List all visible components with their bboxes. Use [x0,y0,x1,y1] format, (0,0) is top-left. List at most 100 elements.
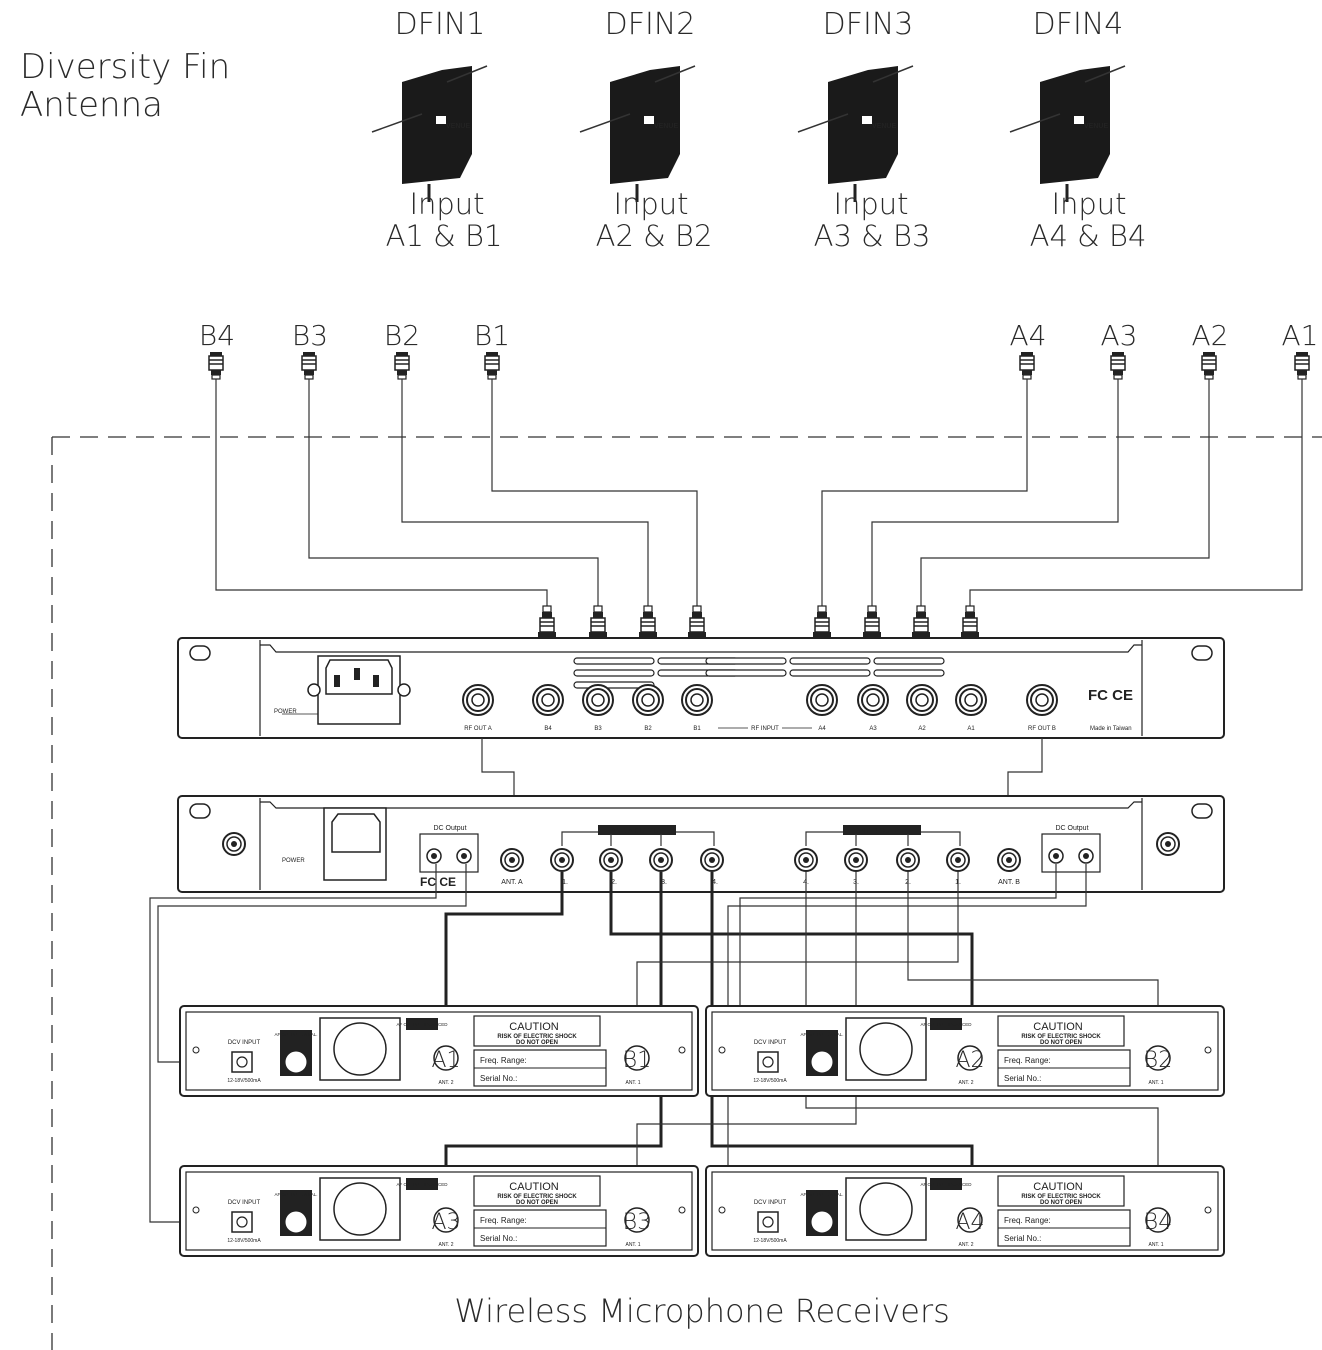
combiner-rf-out-a: RF OUT A [464,726,492,732]
freq-range-label: Freq. Range: [480,1056,527,1065]
af-bal-label: AF OUTPUT BALANCED [397,1022,449,1027]
ant2-label: ANT. 2 [958,1080,973,1086]
cable-label-a2: A2 [1192,319,1229,352]
combiner-top-connectors [537,605,980,639]
antenna-input-label: Input [1051,187,1126,221]
antenna-distributor-panel: POWER DC Output FC CE ANT. A ANT. A OUTP… [177,795,1225,893]
antenna-name: DFIN2 [605,7,696,42]
serial-label: Serial No.: [480,1074,517,1083]
receiver-4: DCV INPUT 12-18V/500mA AF OUTPUT UNBAL. … [705,1165,1225,1257]
af-unbal-label: AF OUTPUT UNBAL. [275,1032,318,1037]
antenna-input-ports: A4 & B4 [1030,219,1147,253]
caution-sub1: RISK OF ELECTRIC SHOCK [1021,1194,1101,1200]
cable-label-a1: A1 [1282,319,1319,352]
receiver-port-a: A2 [955,1048,984,1073]
distributor-a-port-label: 4. [712,879,718,886]
combiner-power-label: POWER [274,709,297,715]
rf-combiner-panel: POWER RF OUT A RF OUT B B4 B3 B2 [177,637,1225,739]
freq-range-label: Freq. Range: [1004,1056,1051,1065]
antenna-dfin3: DFIN3 VENUE Input A3 & B3 [796,7,931,253]
distributor-ant-b-output: ANT. B OUTPUT [856,828,909,835]
antenna-input-ports: A2 & B2 [596,219,713,253]
caution-label: CAUTION [509,1021,559,1033]
ant1-label: ANT. 1 [1148,1242,1163,1248]
distributor-a-port-label: 3. [661,879,667,886]
antenna-input-label: Input [613,187,688,221]
antenna-name: DFIN4 [1033,7,1124,42]
caution-sub2: DO NOT OPEN [1040,1200,1082,1206]
combiner-port-label: A4 [818,726,826,732]
antenna-dfin1: DFIN1 VENUE Input A1 & B1 [370,7,502,253]
dcv-input-label: DCV INPUT [228,1200,261,1206]
distributor-ant-a: ANT. A [501,879,523,886]
receiver-port-b: B3 [623,1210,651,1235]
distributor-dc-output-left: DC Output [433,825,466,832]
antenna-input-ports: A3 & B3 [814,219,931,253]
title-line1: Diversity Fin [20,47,230,87]
dcv-input-label: DCV INPUT [754,1040,787,1046]
af-unbal-label: AF OUTPUT UNBAL. [801,1032,844,1037]
combiner-port-label: B4 [544,726,552,732]
cable-label-b3: B3 [292,319,328,352]
title-diversity-fin-antenna: Diversity Fin Antenna [20,47,230,125]
distributor-fc-mark: FC CE [420,875,456,889]
ant1-label: ANT. 1 [625,1242,640,1248]
cable-label-a3: A3 [1101,319,1138,352]
antenna-dfin2: DFIN2 VENUE Input A2 & B2 [578,7,713,253]
ant2-label: ANT. 2 [438,1242,453,1248]
distributor-a-port-label: 2. [611,879,617,886]
dcv-rating: 12-18V/500mA [227,1078,261,1084]
serial-label: Serial No.: [1004,1234,1041,1243]
receiver-port-b: B2 [1144,1048,1172,1073]
combiner-port-label: A2 [918,726,926,732]
title-line2: Antenna [20,85,163,125]
dcv-input-label: DCV INPUT [754,1200,787,1206]
dcv-rating: 12-18V/500mA [753,1078,787,1084]
antenna-brand: VENUE [1084,123,1108,130]
ant2-label: ANT. 2 [958,1242,973,1248]
receiver-1: DCV INPUT 12-18V/500mA AF OUTPUT UNBAL. … [179,1005,699,1097]
cable-label-b4: B4 [199,319,235,352]
distributor-ant-b: ANT. B [998,879,1020,886]
freq-range-label: Freq. Range: [480,1216,527,1225]
ant1-label: ANT. 1 [1148,1080,1163,1086]
caution-sub1: RISK OF ELECTRIC SHOCK [497,1194,577,1200]
serial-label: Serial No.: [480,1234,517,1243]
dcv-rating: 12-18V/500mA [227,1238,261,1244]
receiver-2: DCV INPUT 12-18V/500mA AF OUTPUT UNBAL. … [705,1005,1225,1097]
freq-range-label: Freq. Range: [1004,1216,1051,1225]
antenna-name: DFIN3 [823,7,914,42]
caution-label: CAUTION [1033,1181,1083,1193]
receiver-port-b: B4 [1144,1210,1172,1235]
combiner-port-label: B2 [644,726,652,732]
combiner-made-in: Made in Taiwan [1090,726,1132,732]
combiner-port-label: A1 [967,726,975,732]
footer-label: Wireless Microphone Receivers [454,1292,950,1330]
distributor-dc-output-right: DC Output [1055,825,1088,832]
distributor-a-port-label: 1. [562,879,568,886]
antenna-name: DFIN1 [395,7,486,42]
af-unbal-label: AF OUTPUT UNBAL. [801,1192,844,1197]
serial-label: Serial No.: [1004,1074,1041,1083]
caution-label: CAUTION [509,1181,559,1193]
antenna-brand: VENUE [872,123,896,130]
receiver-port-a: A3 [431,1210,460,1235]
af-bal-label: AF OUTPUT BALANCED [397,1182,449,1187]
receiver-port-a: A1 [431,1048,460,1073]
combiner-rf-out-b: RF OUT B [1028,726,1056,732]
af-unbal-label: AF OUTPUT UNBAL. [275,1192,318,1197]
dcv-input-label: DCV INPUT [228,1040,261,1046]
receiver-port-a: A4 [955,1210,984,1235]
receiver-3: DCV INPUT 12-18V/500mA AF OUTPUT UNBAL. … [179,1165,699,1257]
antenna-cables [215,379,1303,606]
antenna-input-label: Input [833,187,908,221]
combiner-fc-mark: FC CE [1088,687,1133,704]
top-connectors [208,351,1310,380]
caution-sub1: RISK OF ELECTRIC SHOCK [1021,1034,1101,1040]
antenna-brand: VENUE [446,123,470,130]
receiver-port-b: B1 [623,1048,651,1073]
ant1-label: ANT. 1 [625,1080,640,1086]
caution-sub1: RISK OF ELECTRIC SHOCK [497,1034,577,1040]
caution-label: CAUTION [1033,1021,1083,1033]
